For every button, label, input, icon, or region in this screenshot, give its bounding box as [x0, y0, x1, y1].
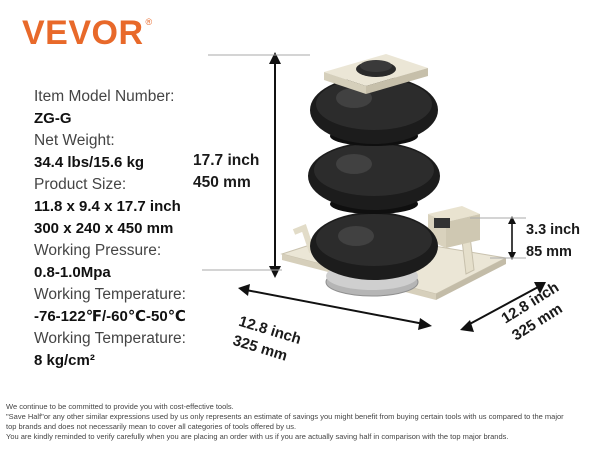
spec-label-model: Item Model Number:	[34, 88, 175, 105]
disclaimer-line: "Save Half"or any other similar expressi…	[6, 412, 564, 421]
disclaimer-line: You are kindly reminded to verify carefu…	[6, 432, 509, 441]
disclaimer-line: We continue to be committed to provide y…	[6, 402, 234, 411]
height-metric: 450 mm	[193, 174, 251, 191]
side-imperial: 3.3 inch	[526, 222, 580, 238]
spec-label-weight: Net Weight:	[34, 132, 115, 149]
height-imperial: 17.7 inch	[193, 152, 260, 169]
spec-label-temperature: Working Temperature:	[34, 286, 186, 303]
spec-list: Item Model Number: ZG-G Net Weight: 34.4…	[34, 86, 214, 372]
spec-label-temperature-2: Working Temperature:	[34, 330, 186, 347]
disclaimer-line: top brands and does not necessarily mean…	[6, 422, 297, 431]
spec-value-pressure: 0.8-1.0Mpa	[34, 264, 111, 281]
side-dimension-arrow	[470, 216, 526, 260]
air-bellows	[308, 76, 440, 280]
spec-value-weight: 34.4 lbs/15.6 kg	[34, 154, 145, 171]
disclaimer: We continue to be committed to provide y…	[6, 402, 596, 442]
height-dimension-label: 17.7 inch 450 mm	[193, 150, 259, 194]
brand-name: VEVOR	[22, 14, 144, 52]
length-dimension-arrow	[238, 284, 432, 330]
spec-value-temperature: -76-122℉/-60℃-50℃	[34, 308, 186, 325]
spec-label-pressure: Working Pressure:	[34, 242, 162, 259]
height-dimension-arrow	[202, 52, 310, 278]
spec-label-size: Product Size:	[34, 176, 127, 193]
side-metric: 85 mm	[526, 244, 572, 260]
width-dimension-arrow	[460, 282, 546, 332]
jack-top-plate	[324, 54, 428, 94]
spec-value-load: 8 kg/cm²	[34, 352, 95, 369]
spec-value-size-metric: 300 x 240 x 450 mm	[34, 220, 174, 237]
registered-mark: ®	[145, 17, 153, 27]
brand-logo: VEVOR®	[22, 16, 153, 50]
side-dimension-label: 3.3 inch 85 mm	[526, 219, 580, 263]
spec-value-size-imperial: 11.8 x 9.4 x 17.7 inch	[34, 198, 181, 215]
spec-value-model: ZG-G	[34, 110, 72, 127]
